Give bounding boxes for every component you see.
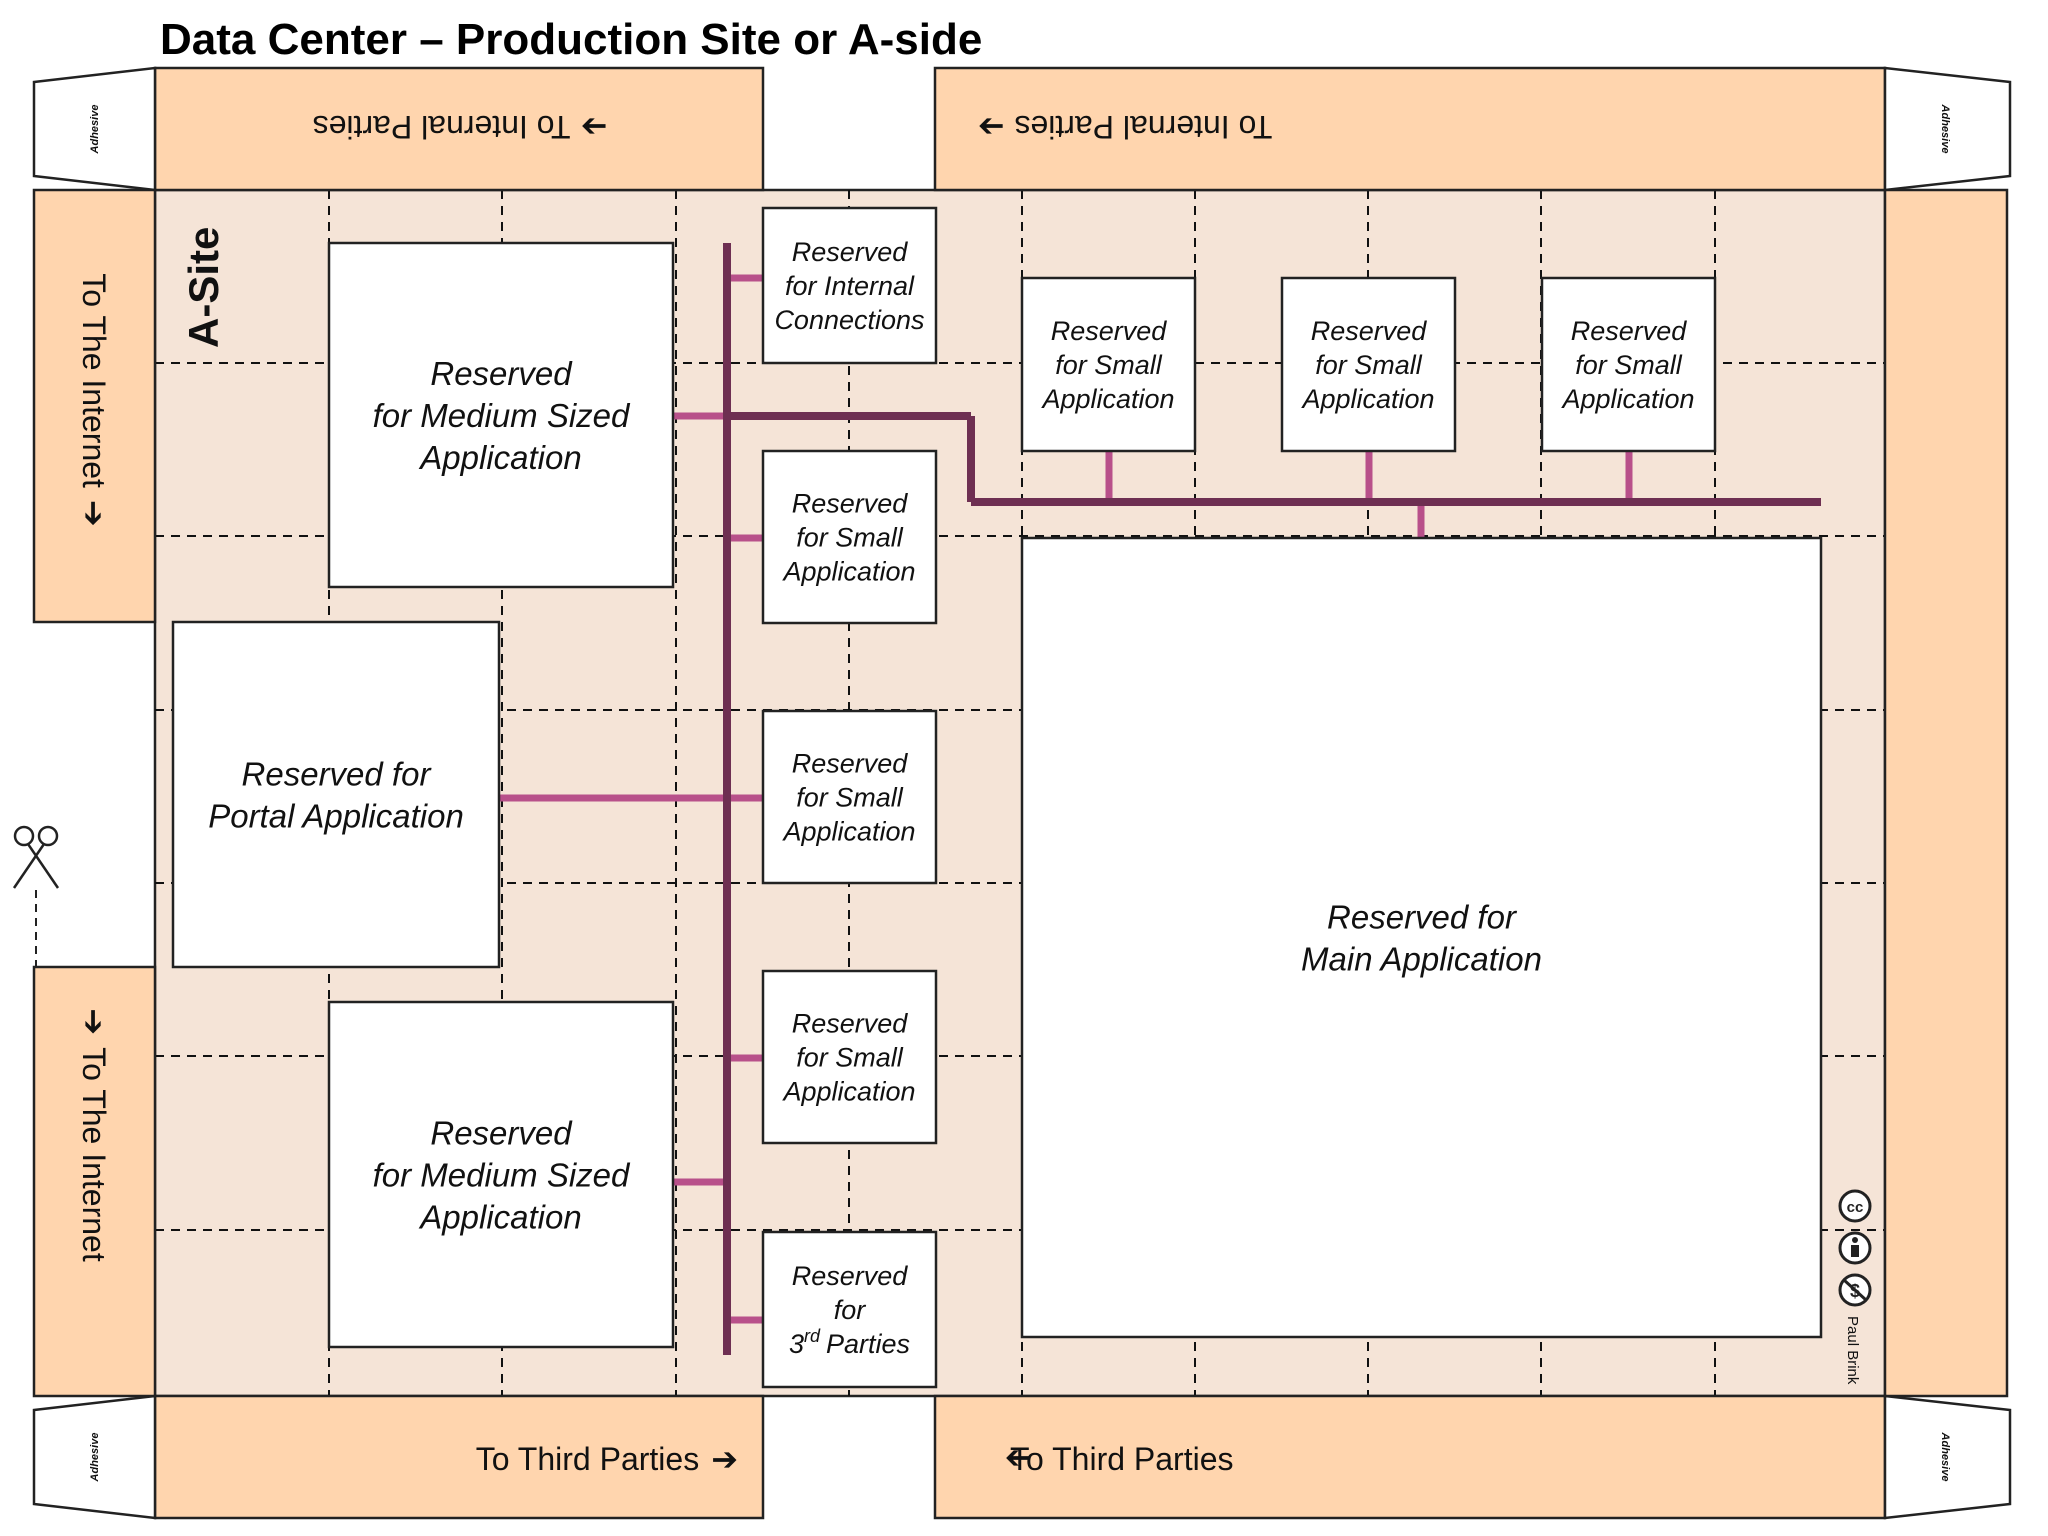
by-attribution-icon	[1838, 1231, 1872, 1265]
flap-top-right-panel	[933, 66, 1887, 192]
flap-left-upper: To The Internet ➔	[32, 188, 157, 624]
adhesive-label: Adhesive	[89, 105, 101, 155]
flap-top-right-label: To Internal Parties	[1014, 109, 1272, 145]
flap-bottom-right: ➔ To Third Parties	[933, 1394, 1887, 1520]
box-label-line: for Small	[1055, 350, 1163, 380]
ordinal-number: 3	[789, 1329, 804, 1359]
flap-arrow: ➔	[76, 500, 112, 527]
flap-arrow: ➔	[978, 109, 1005, 145]
box-label-line: Application	[418, 1198, 581, 1235]
box-label-line: Application	[418, 439, 581, 476]
flap-bottom-right-label: To Third Parties	[1010, 1441, 1234, 1477]
box-label-line: Reserved	[792, 1261, 909, 1291]
box-label-line: Reserved	[430, 1114, 573, 1151]
box-label-line: for Small	[796, 1043, 904, 1073]
license-badge: cc $ Paul Brink	[1838, 1189, 1872, 1385]
adhesive-tab-bottom-right: Adhesive	[1883, 1394, 2012, 1520]
box-label-line: Reserved	[430, 355, 573, 392]
box-label-line: Reserved for	[242, 755, 433, 792]
adhesive-tab-top-right: Adhesive	[1883, 66, 2012, 192]
flap-arrow: ➔	[711, 1441, 738, 1477]
flap-bottom-left-label: To Third Parties	[476, 1441, 700, 1477]
ordinal-suffix: rd	[804, 1326, 821, 1346]
flap-top-left-panel	[153, 66, 765, 192]
svg-text:To Third Parties➔: To Third Parties ➔	[476, 1441, 738, 1477]
box-label-line: Application	[781, 817, 915, 847]
scissors-icon	[12, 825, 60, 967]
box-label-line: Main Application	[1301, 940, 1542, 977]
svg-text:To Internal Parties➔: To Internal Parties➔	[978, 109, 1273, 145]
flap-left-lower-panel	[32, 965, 157, 1398]
flap-bottom-right-panel	[933, 1394, 1887, 1520]
box-label-line: Reserved	[1051, 316, 1168, 346]
flap-top-right: To Internal Parties➔	[933, 66, 1887, 192]
box-label-word: Parties	[826, 1329, 910, 1359]
box-label-line: Application	[1560, 384, 1694, 414]
svg-text:➔To The Internet: ➔ To The Internet	[76, 1008, 112, 1262]
box-label-line: for Small	[796, 523, 904, 553]
box-label-line: Reserved	[1311, 316, 1428, 346]
license-author: Paul Brink	[1844, 1316, 1861, 1385]
adhesive-label: Adhesive	[1939, 1432, 1951, 1482]
box-label-line: Portal Application	[208, 797, 464, 834]
flap-top-left-label: To Internal Parties	[313, 109, 571, 145]
box-label-line: Reserved for	[1327, 898, 1518, 935]
box-label-line: for Medium Sized	[373, 397, 631, 434]
box-label-line: Reserved	[792, 237, 909, 267]
flap-arrow: ➔	[76, 1008, 112, 1035]
flap-left-upper-label: To The Internet	[76, 273, 112, 488]
box-label-line: for	[834, 1295, 867, 1325]
box-label-line: for Small	[1315, 350, 1423, 380]
box-label-line: for Medium Sized	[373, 1156, 631, 1193]
svg-text:➔To Internal Parties: ➔ To Internal Parties	[313, 109, 608, 145]
svg-text:$: $	[1850, 1281, 1860, 1301]
flap-left-lower: ➔ To The Internet	[32, 965, 157, 1398]
flap-left-upper-panel	[32, 188, 157, 624]
flap-right-panel	[1883, 188, 2009, 1398]
flap-arrow: ➔	[1005, 1441, 1032, 1477]
page-title: Data Center – Production Site or A-side	[160, 15, 982, 64]
box-label-line: Reserved	[792, 749, 909, 779]
box-label-line: for Internal	[785, 271, 915, 301]
adhesive-label: Adhesive	[89, 1433, 101, 1483]
site-label: A-Site	[180, 227, 227, 348]
flap-left-lower-label: To The Internet	[76, 1047, 112, 1262]
box-label-line: Connections	[774, 305, 924, 335]
non-commercial-icon: $	[1838, 1273, 1872, 1307]
adhesive-tab-bottom-left: Adhesive	[32, 1394, 157, 1520]
flap-bottom-left-panel	[153, 1394, 765, 1520]
adhesive-tab-top-left: Adhesive	[32, 66, 157, 192]
network-connections	[499, 243, 1821, 1355]
flap-top-left: ➔ To Internal Parties	[153, 66, 765, 192]
flap-arrow: ➔	[581, 109, 608, 145]
box-label-line: Application	[781, 1077, 915, 1107]
cc-license-label: cc	[1847, 1199, 1864, 1216]
box-label-line: Reserved	[792, 489, 909, 519]
box-label-line: Reserved	[792, 1009, 909, 1039]
flap-bottom-left: To Third Parties ➔	[153, 1394, 765, 1520]
box-label-line: Application	[1300, 384, 1434, 414]
box-label-line: Reserved	[1571, 316, 1688, 346]
box-label-line: for Small	[1575, 350, 1683, 380]
box-label-line: Application	[781, 557, 915, 587]
box-label-line: Application	[1040, 384, 1174, 414]
adhesive-label: Adhesive	[1939, 104, 1951, 154]
box-label-line: for Small	[796, 783, 904, 813]
svg-text:To The Internet➔: To The Internet ➔	[76, 273, 112, 526]
